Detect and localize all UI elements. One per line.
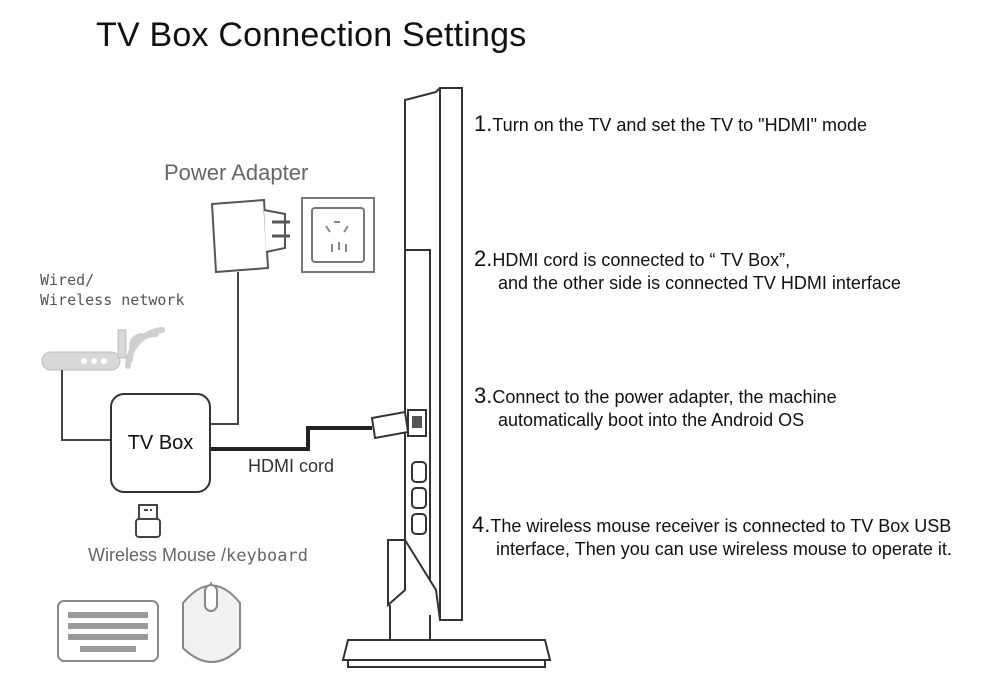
step-number: 2. bbox=[474, 246, 493, 271]
step-text: HDMI cord is connected to “ TV Box”, bbox=[492, 250, 791, 270]
keyboard-label-text: keyboard bbox=[226, 546, 308, 566]
keyboard-icon bbox=[57, 600, 159, 662]
step-text-line2: automatically boot into the Android OS bbox=[498, 410, 805, 430]
step-1: 1.Turn on the TV and set the TV to "HDMI… bbox=[474, 112, 867, 137]
step-text-line2: interface, Then you can use wireless mou… bbox=[496, 539, 952, 559]
wifi-signal-icon bbox=[125, 327, 165, 369]
page-title: TV Box Connection Settings bbox=[96, 16, 527, 54]
hdmi-cord-label: HDMI cord bbox=[248, 456, 335, 476]
step-4: 4.The wireless mouse receiver is connect… bbox=[472, 513, 952, 561]
network-cable bbox=[61, 370, 110, 441]
step-text-line2: and the other side is connected TV HDMI … bbox=[498, 273, 901, 293]
hdmi-plug-icon bbox=[370, 410, 410, 440]
router-icon bbox=[41, 329, 127, 371]
power-cable bbox=[211, 272, 239, 425]
power-adapter-icon bbox=[210, 198, 290, 274]
power-adapter-label: Power Adapter bbox=[164, 160, 309, 185]
network-label: Wired/ Wireless network bbox=[40, 270, 185, 310]
step-number: 4. bbox=[472, 512, 491, 537]
tv-box-label: TV Box bbox=[127, 431, 194, 454]
step-2: 2.HDMI cord is connected to “ TV Box”, a… bbox=[474, 247, 901, 295]
tv-box-device: TV Box bbox=[110, 393, 211, 493]
network-label-line1: Wired/ bbox=[40, 271, 95, 289]
step-number: 1. bbox=[474, 111, 493, 136]
wall-socket-icon bbox=[301, 197, 375, 273]
mouse-label-text: Wireless Mouse / bbox=[88, 545, 227, 565]
mouse-keyboard-label: Wireless Mouse /keyboard bbox=[88, 545, 308, 566]
hdmi-cable bbox=[211, 426, 372, 451]
network-label-line2: Wireless network bbox=[40, 291, 185, 309]
mouse-icon bbox=[182, 582, 241, 663]
tv-side-view-icon bbox=[341, 87, 552, 668]
step-text: The wireless mouse receiver is connected… bbox=[490, 516, 952, 536]
step-text: Connect to the power adapter, the machin… bbox=[492, 387, 837, 407]
step-3: 3.Connect to the power adapter, the mach… bbox=[474, 384, 837, 432]
step-number: 3. bbox=[474, 383, 493, 408]
usb-receiver-icon bbox=[135, 504, 161, 538]
step-text: Turn on the TV and set the TV to "HDMI" … bbox=[492, 115, 867, 135]
